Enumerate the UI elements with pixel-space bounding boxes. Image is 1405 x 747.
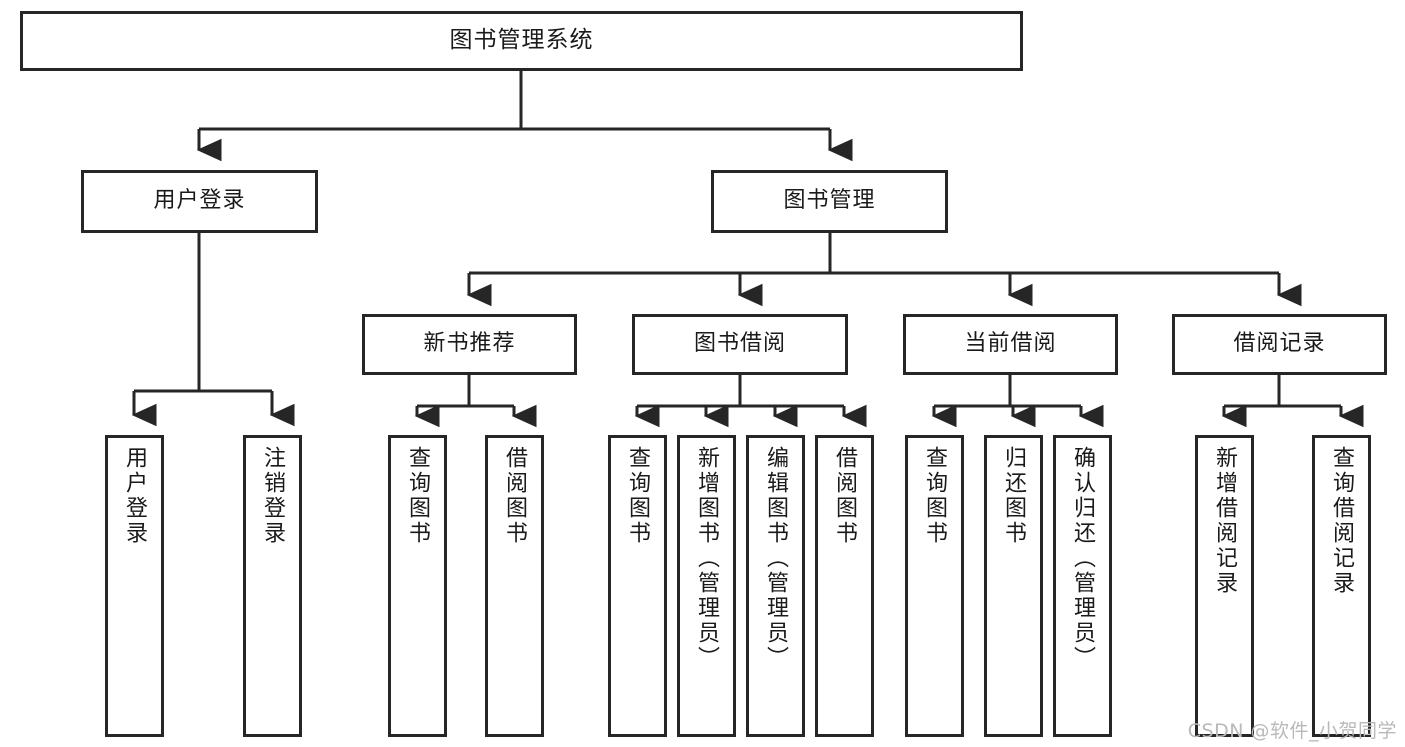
leaf-return-book[interactable]: 归还图书 xyxy=(984,435,1043,737)
leaf-add-book-admin[interactable]: 新增图书（管理员） xyxy=(677,435,736,737)
leaf-user-login[interactable]: 用户登录 xyxy=(105,435,164,737)
leaf-borrow-book-recommend-label: 借阅图书 xyxy=(502,446,528,546)
node-new-book-recommend-label: 新书推荐 xyxy=(423,331,516,357)
node-book-borrow-label: 图书借阅 xyxy=(693,331,786,357)
node-book-borrow[interactable]: 图书借阅 xyxy=(632,314,848,375)
leaf-add-book-admin-label: 新增图书（管理员） xyxy=(694,446,720,671)
leaf-query-book-borrow[interactable]: 查询图书 xyxy=(608,435,667,737)
leaf-query-book-recommend[interactable]: 查询图书 xyxy=(388,435,447,737)
node-new-book-recommend[interactable]: 新书推荐 xyxy=(362,314,577,375)
node-user-login-label: 用户登录 xyxy=(153,188,246,214)
leaf-borrow-book[interactable]: 借阅图书 xyxy=(815,435,874,737)
leaf-edit-book-admin-label: 编辑图书（管理员） xyxy=(763,446,789,671)
node-book-management-label: 图书管理 xyxy=(783,188,876,214)
node-current-borrow[interactable]: 当前借阅 xyxy=(903,314,1118,375)
leaf-return-book-label: 归还图书 xyxy=(1001,446,1027,546)
watermark-text: CSDN @软件_小贺同学 xyxy=(1187,720,1397,742)
leaf-user-login-label: 用户登录 xyxy=(122,446,148,546)
leaf-query-book-borrow-label: 查询图书 xyxy=(625,446,651,546)
leaf-borrow-book-label: 借阅图书 xyxy=(832,446,858,546)
leaf-confirm-return-admin-label: 确认归还（管理员） xyxy=(1070,446,1096,671)
leaf-add-borrow-record[interactable]: 新增借阅记录 xyxy=(1195,435,1254,737)
leaf-logout-label: 注销登录 xyxy=(260,446,286,546)
node-borrow-record-label: 借阅记录 xyxy=(1233,331,1326,357)
node-root-label: 图书管理系统 xyxy=(449,27,594,54)
leaf-add-borrow-record-label: 新增借阅记录 xyxy=(1212,446,1238,596)
leaf-logout[interactable]: 注销登录 xyxy=(243,435,302,737)
leaf-query-book-recommend-label: 查询图书 xyxy=(405,446,431,546)
leaf-query-book-current[interactable]: 查询图书 xyxy=(905,435,964,737)
leaf-borrow-book-recommend[interactable]: 借阅图书 xyxy=(485,435,544,737)
node-borrow-record[interactable]: 借阅记录 xyxy=(1172,314,1387,375)
node-current-borrow-label: 当前借阅 xyxy=(964,331,1057,357)
leaf-query-book-current-label: 查询图书 xyxy=(922,446,948,546)
leaf-confirm-return-admin[interactable]: 确认归还（管理员） xyxy=(1053,435,1112,737)
node-user-login[interactable]: 用户登录 xyxy=(81,170,318,233)
node-book-management[interactable]: 图书管理 xyxy=(711,170,948,233)
leaf-query-borrow-record[interactable]: 查询借阅记录 xyxy=(1312,435,1371,737)
node-root[interactable]: 图书管理系统 xyxy=(20,11,1023,71)
leaf-query-borrow-record-label: 查询借阅记录 xyxy=(1329,446,1355,596)
leaf-edit-book-admin[interactable]: 编辑图书（管理员） xyxy=(746,435,805,737)
